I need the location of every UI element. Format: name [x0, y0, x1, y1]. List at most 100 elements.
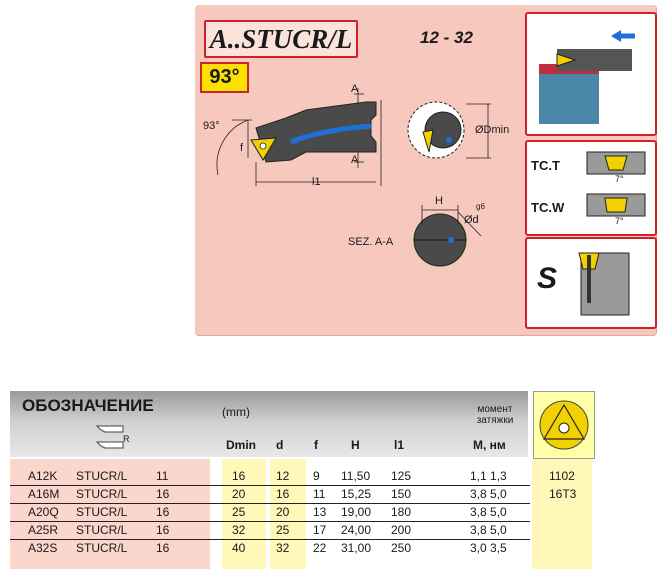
right-hand-holder-icon	[95, 441, 124, 449]
size-range: 12 - 32	[420, 28, 473, 47]
row-f: 22	[313, 541, 327, 555]
boring-bar	[557, 49, 632, 71]
end-view-insert	[422, 129, 434, 153]
row-size: 16	[156, 523, 170, 537]
holder-end-view	[424, 111, 462, 149]
section-a-bottom-label: A	[351, 154, 359, 166]
triangle-insert-icon	[542, 403, 586, 440]
row-type: STUCR/L	[76, 505, 128, 519]
approach-angle-badge: 93°	[200, 62, 249, 93]
insert-geometry-box: TC.T TC.W 7° 7°	[525, 140, 657, 236]
insert-profiles	[586, 151, 646, 217]
row-l1: 150	[391, 487, 412, 501]
tool-table: A12K STUCR/L 11 16 12 9 11,50 125 1,1 1,…	[10, 459, 593, 569]
row-h: 24,00	[341, 523, 372, 537]
tc-t-angle: 7°	[615, 174, 624, 184]
h-label: H	[435, 195, 443, 207]
boring-operation-illustration	[539, 30, 635, 124]
row-size: 16	[156, 505, 170, 519]
boring-insert	[556, 53, 577, 67]
d-label: Ød	[464, 214, 479, 226]
dmin-band	[222, 459, 266, 569]
d-dimension-line	[457, 211, 482, 237]
row-code: A12K	[28, 469, 58, 483]
section-a-top-label: A	[351, 83, 359, 95]
tc-w-angle: 7°	[615, 216, 624, 226]
row-torque: 3,8 5,0	[470, 487, 507, 501]
row-l1: 250	[391, 541, 412, 555]
row-divider	[10, 485, 530, 486]
col-dmin: Dmin	[226, 438, 256, 452]
row-h: 19,00	[341, 505, 372, 519]
coolant-channel	[290, 123, 372, 145]
holder-orientation-icons	[95, 425, 124, 449]
row-d: 12	[276, 469, 290, 483]
torque-header-line2: затяжки	[476, 415, 514, 426]
table-row: A16M STUCR/L 16 20 16 11 15,25 150 3,8 5…	[10, 487, 593, 503]
col-torque: M, нм	[473, 438, 506, 452]
l1-label: l1	[312, 176, 321, 188]
row-l1: 125	[391, 469, 412, 483]
row-dmin: 40	[232, 541, 246, 555]
row-code: A25R	[28, 523, 59, 537]
row-d: 32	[276, 541, 290, 555]
row-divider	[10, 539, 530, 540]
col-d: d	[276, 438, 284, 452]
row-d: 16	[276, 487, 290, 501]
row-code: A20Q	[28, 505, 59, 519]
row-type: STUCR/L	[76, 469, 128, 483]
row-f: 17	[313, 523, 327, 537]
table-row: A25R STUCR/L 16 32 25 17 24,00 200 3,8 5…	[10, 523, 593, 539]
row-d: 20	[276, 505, 290, 519]
row-size: 11	[156, 469, 169, 483]
row-divider	[10, 521, 530, 522]
row-code: A16M	[28, 487, 60, 501]
tc-t-label: TC.T	[531, 158, 560, 173]
clamp-screw-icon	[587, 255, 591, 303]
tc-w-insert	[604, 197, 628, 213]
angle-label: 93°	[203, 120, 220, 132]
g6-label: g6	[476, 202, 485, 211]
row-code: A32S	[28, 541, 58, 555]
product-title: A..STUCR/L	[204, 20, 358, 58]
screw-clamp-illustration	[578, 252, 630, 316]
tool-drawing	[216, 88, 491, 267]
right-hand-mark: R	[123, 434, 130, 444]
torque-header-line1: момент	[477, 404, 513, 415]
feed-arrow-head-icon	[611, 30, 621, 42]
row-d: 25	[276, 523, 290, 537]
units-label: (mm)	[222, 405, 250, 419]
row-dmin: 32	[232, 523, 246, 537]
row-dmin: 20	[232, 487, 246, 501]
row-f: 11	[313, 487, 326, 501]
row-h: 31,00	[341, 541, 372, 555]
table-row: A32S STUCR/L 16 40 32 22 31,00 250 3,0 3…	[10, 541, 593, 557]
row-f: 13	[313, 505, 327, 519]
tc-t-insert	[604, 155, 628, 171]
row-type: STUCR/L	[76, 541, 128, 555]
angle-arc	[216, 119, 249, 176]
row-l1: 180	[391, 505, 412, 519]
row-h: 15,25	[341, 487, 372, 501]
row-torque: 3,8 5,0	[470, 523, 507, 537]
row-torque: 3,0 3,5	[470, 541, 507, 555]
designation-band	[10, 459, 210, 569]
insert-header	[533, 391, 595, 459]
insert-band	[532, 459, 592, 569]
insert-hole-icon	[558, 422, 570, 434]
row-l1: 200	[391, 523, 412, 537]
boring-operation-box	[525, 12, 657, 136]
dmin-label: ØDmin	[475, 124, 510, 136]
table-row: A12K STUCR/L 11 16 12 9 11,50 125 1,1 1,…	[10, 469, 593, 485]
insert-shape-icon	[539, 400, 589, 450]
col-h: H	[351, 438, 360, 452]
table-title: ОБОЗНАЧЕНИЕ	[22, 396, 154, 415]
row-torque: 1,1 1,3	[470, 469, 507, 483]
row-h: 11,50	[341, 469, 371, 483]
section-coolant-hole	[448, 237, 454, 243]
table-row: A20Q STUCR/L 16 25 20 13 19,00 180 3,8 5…	[10, 505, 593, 521]
table-header-bar	[10, 391, 528, 457]
tc-w-label: TC.W	[531, 200, 565, 215]
f-label: f	[240, 142, 244, 154]
torque-header: момент затяжки	[470, 404, 520, 426]
